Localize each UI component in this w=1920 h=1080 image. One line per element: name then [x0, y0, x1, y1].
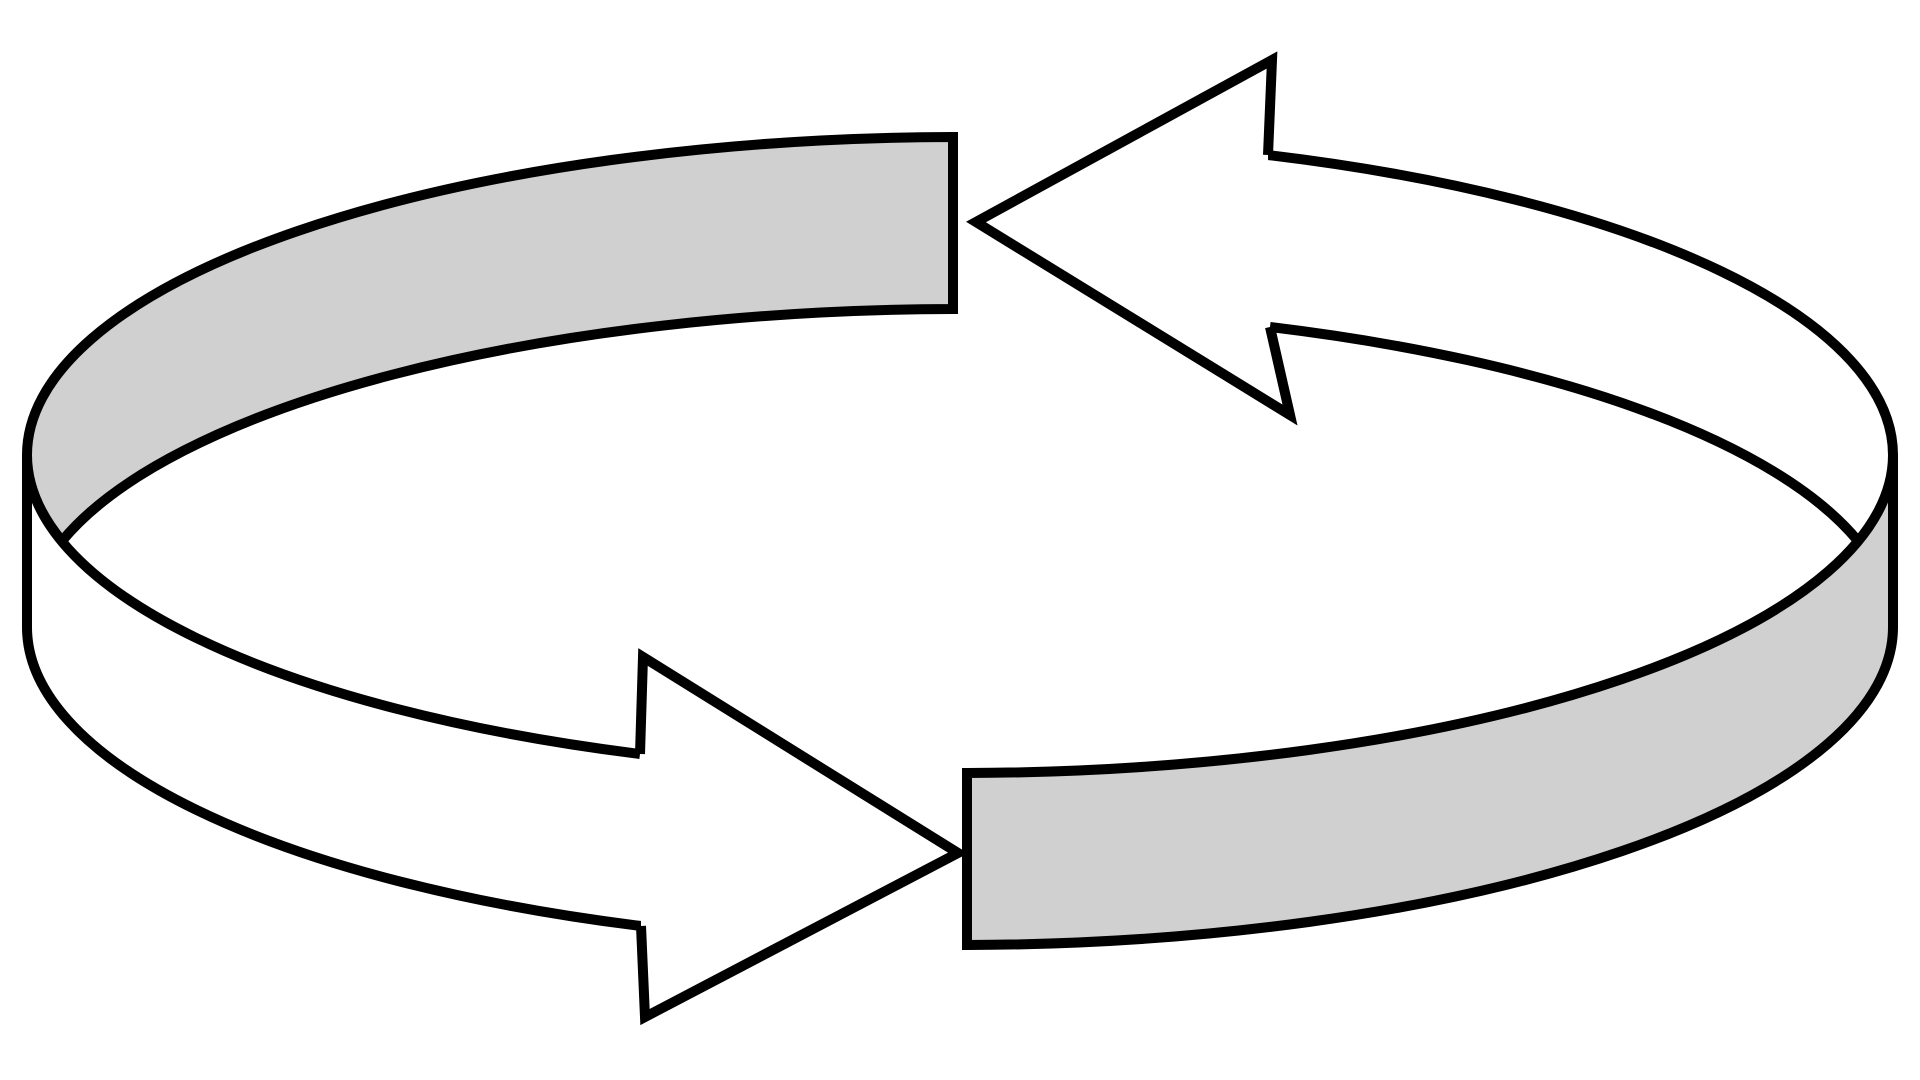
shaded-segment-bottom-right: [962, 454, 1898, 951]
band-left-outline: [21, 454, 642, 931]
bottom-arrowhead-fill: [640, 657, 958, 1017]
shaded-segment-top-left: [21, 131, 958, 549]
band-right-outline: [1267, 150, 1898, 545]
top-arrowhead-fill: [976, 60, 1290, 415]
bottom-arrowhead-outline: [635, 648, 969, 1026]
top-arrowhead-outline: [966, 51, 1298, 426]
